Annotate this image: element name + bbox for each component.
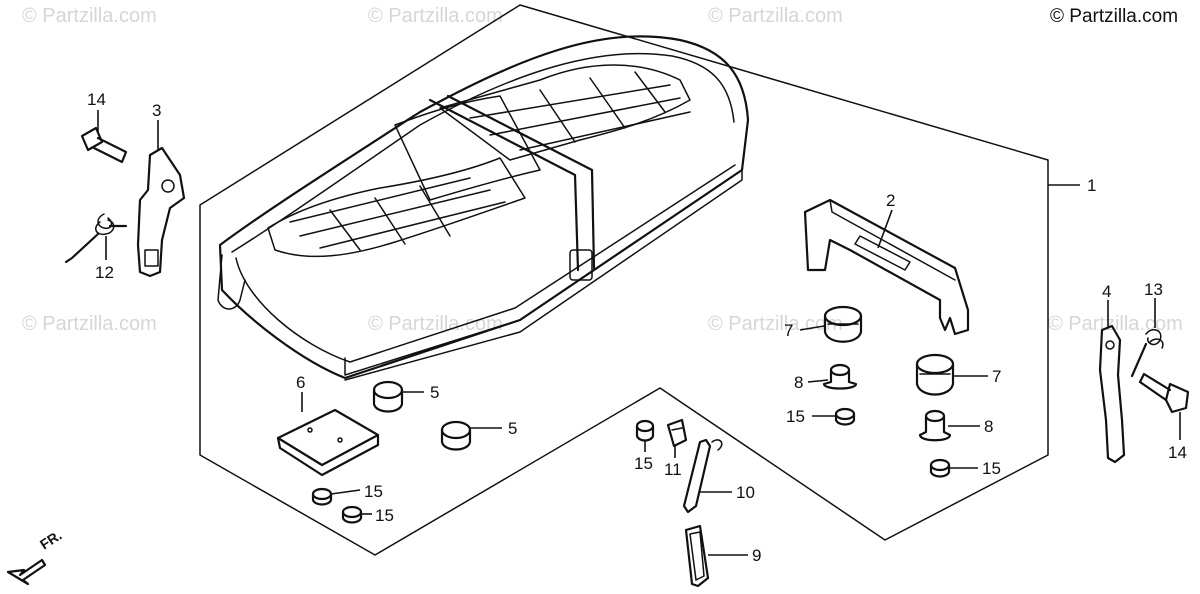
nut-15c-drawing <box>635 419 655 442</box>
bolt-14a-drawing <box>80 126 128 164</box>
watermarks: © Partzilla.com © Partzilla.com © Partzi… <box>22 5 1183 335</box>
callout-3: 3 <box>152 101 161 120</box>
nut-15e-drawing <box>929 458 951 478</box>
leader-lines <box>97 110 1181 556</box>
watermark-text: © Partzilla.com <box>708 313 843 335</box>
hinge-plate-left-drawing <box>136 146 186 278</box>
watermark-text: © Partzilla.com <box>1048 313 1183 335</box>
callout-7b: 7 <box>992 367 1001 386</box>
callout-12: 12 <box>95 263 114 282</box>
band-9-drawing <box>684 524 710 588</box>
bolt-14b-drawing <box>1138 372 1190 414</box>
watermark-text: © Partzilla.com <box>22 313 157 335</box>
nut-15b-drawing <box>341 505 363 524</box>
clip-11-drawing <box>666 418 688 448</box>
watermark-text: © Partzilla.com <box>368 313 503 335</box>
direction-label: FR. <box>37 527 65 553</box>
callout-6: 6 <box>296 373 305 392</box>
plate-6-drawing <box>276 408 380 477</box>
watermark-text: © Partzilla.com <box>368 5 503 27</box>
damper-7b-drawing <box>915 353 955 396</box>
callout-11: 11 <box>664 460 682 479</box>
callout-8b: 8 <box>984 417 993 436</box>
callout-8a: 8 <box>794 373 803 392</box>
callout-13: 13 <box>1144 280 1163 299</box>
copyright-text: © Partzilla.com <box>1050 6 1178 27</box>
callout-1: 1 <box>1087 176 1096 195</box>
cushion-5a-drawing <box>372 380 404 413</box>
bracket-drawing <box>803 198 970 336</box>
callout-15a: 15 <box>364 482 383 501</box>
callout-15b: 15 <box>375 506 394 525</box>
callout-5b: 5 <box>508 419 517 438</box>
assembly-outline <box>199 4 1049 556</box>
callouts: 1 2 3 4 5 5 6 7 7 8 8 9 10 11 12 13 14 1… <box>87 90 1187 565</box>
watermark-text: © Partzilla.com <box>22 5 157 27</box>
hinge-plate-right-drawing <box>1098 324 1126 464</box>
strap-10-drawing <box>682 438 723 514</box>
callout-9: 9 <box>752 546 761 565</box>
spring-12-drawing <box>64 213 128 264</box>
watermark-text: © Partzilla.com <box>708 5 843 27</box>
callout-5a: 5 <box>430 383 439 402</box>
collar-8a-drawing <box>822 363 858 390</box>
nut-15a-drawing <box>311 487 333 506</box>
callout-14b: 14 <box>1168 443 1187 462</box>
cushion-5b-drawing <box>440 420 472 451</box>
callout-10: 10 <box>736 483 755 502</box>
spring-13-drawing <box>1130 329 1164 378</box>
front-direction-arrow: FR. <box>6 527 65 586</box>
callout-14a: 14 <box>87 90 106 109</box>
callout-15c: 15 <box>634 454 653 473</box>
damper-7a-drawing <box>823 305 863 343</box>
seat-drawing <box>217 35 750 381</box>
collar-8b-drawing <box>918 409 952 442</box>
callout-2: 2 <box>886 191 895 210</box>
callout-4: 4 <box>1102 282 1111 301</box>
nut-15d-drawing <box>834 407 856 426</box>
callout-15d: 15 <box>786 407 805 426</box>
callout-7a: 7 <box>784 321 793 340</box>
callout-15e: 15 <box>982 459 1001 478</box>
